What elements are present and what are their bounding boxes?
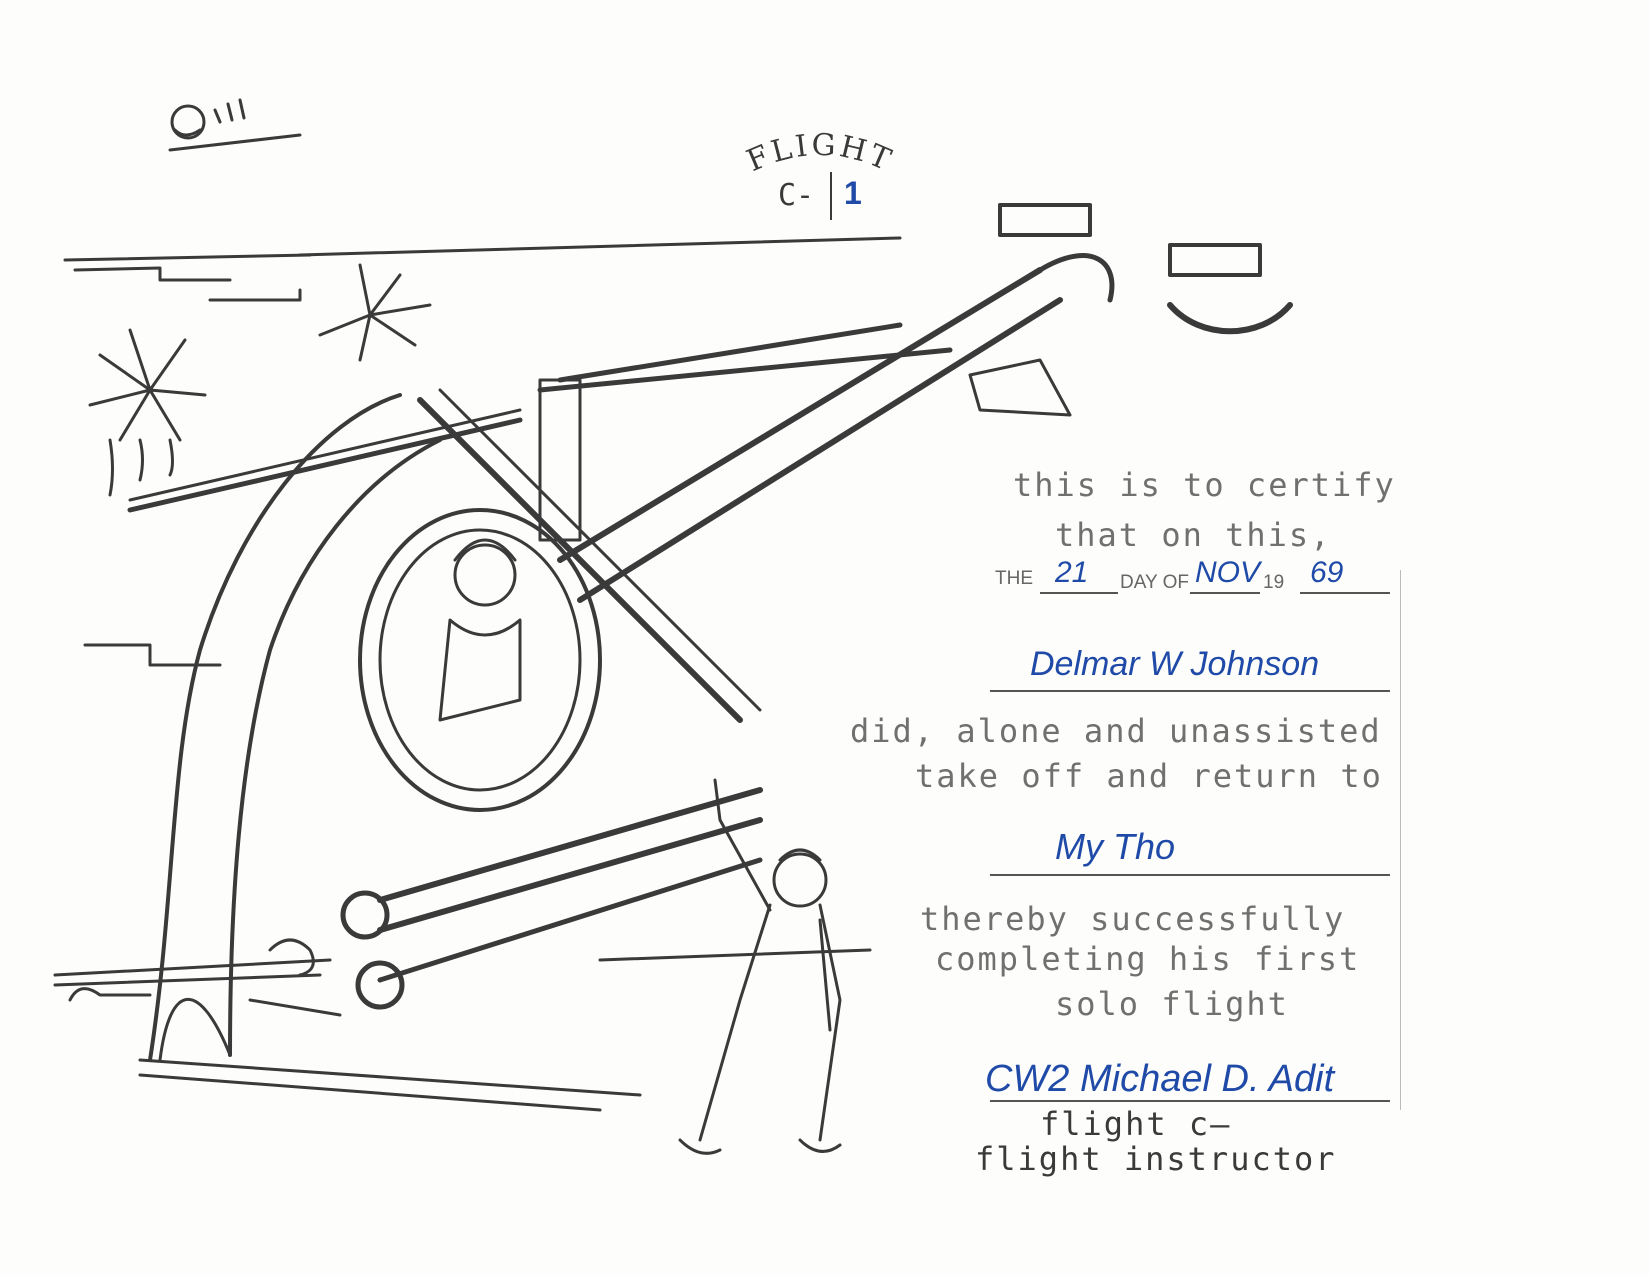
cert-line-3: did, alone and unassisted [850, 712, 1382, 750]
cert-line-2: that on this, [1055, 516, 1332, 554]
date-year-value: 69 [1310, 556, 1344, 589]
date-day-rule [1040, 592, 1118, 594]
signer-title-line-2: flight instructor [975, 1140, 1337, 1178]
burst-left [88, 328, 207, 497]
date-month-rule [1190, 592, 1260, 594]
burst-upper [318, 263, 432, 362]
fold-line [1400, 570, 1401, 1110]
flight-word: FLIGHT [742, 128, 896, 179]
date-day-value: 21 [1055, 556, 1089, 589]
signer-title-line-1: flight c— [1040, 1105, 1232, 1143]
date-the-label: THE [995, 568, 1033, 589]
date-year-rule [1300, 592, 1390, 594]
artist-mark-doodle [168, 98, 302, 152]
cert-line-1: this is to certify [1013, 466, 1396, 504]
flight-header-arc: FLIGHT [742, 128, 899, 179]
date-century-label: 19 [1263, 572, 1285, 593]
flight-code-prefix: C- [778, 178, 815, 213]
svg-text:FLIGHT: FLIGHT [742, 128, 899, 179]
return-location: My Tho [1055, 826, 1176, 867]
date-month-value: NOV [1195, 556, 1261, 589]
flight-code-divider [830, 172, 832, 220]
cert-line-6: completing his first [935, 940, 1361, 978]
return-location-rule [990, 874, 1390, 876]
recipient-name-rule [990, 690, 1390, 692]
cert-line-5: thereby successfully [920, 900, 1346, 938]
recipient-name: Delmar W Johnson [1030, 645, 1320, 683]
cert-line-4: take off and return to [915, 757, 1383, 795]
instructor-signature: CW2 Michael D. Adit [985, 1058, 1335, 1100]
signature-rule [990, 1100, 1390, 1102]
date-day-of-label: DAY OF [1120, 572, 1189, 593]
cert-line-7: solo flight [1055, 985, 1289, 1023]
flight-code-value: 1 [844, 175, 862, 211]
mechanic-figure [678, 778, 842, 1155]
